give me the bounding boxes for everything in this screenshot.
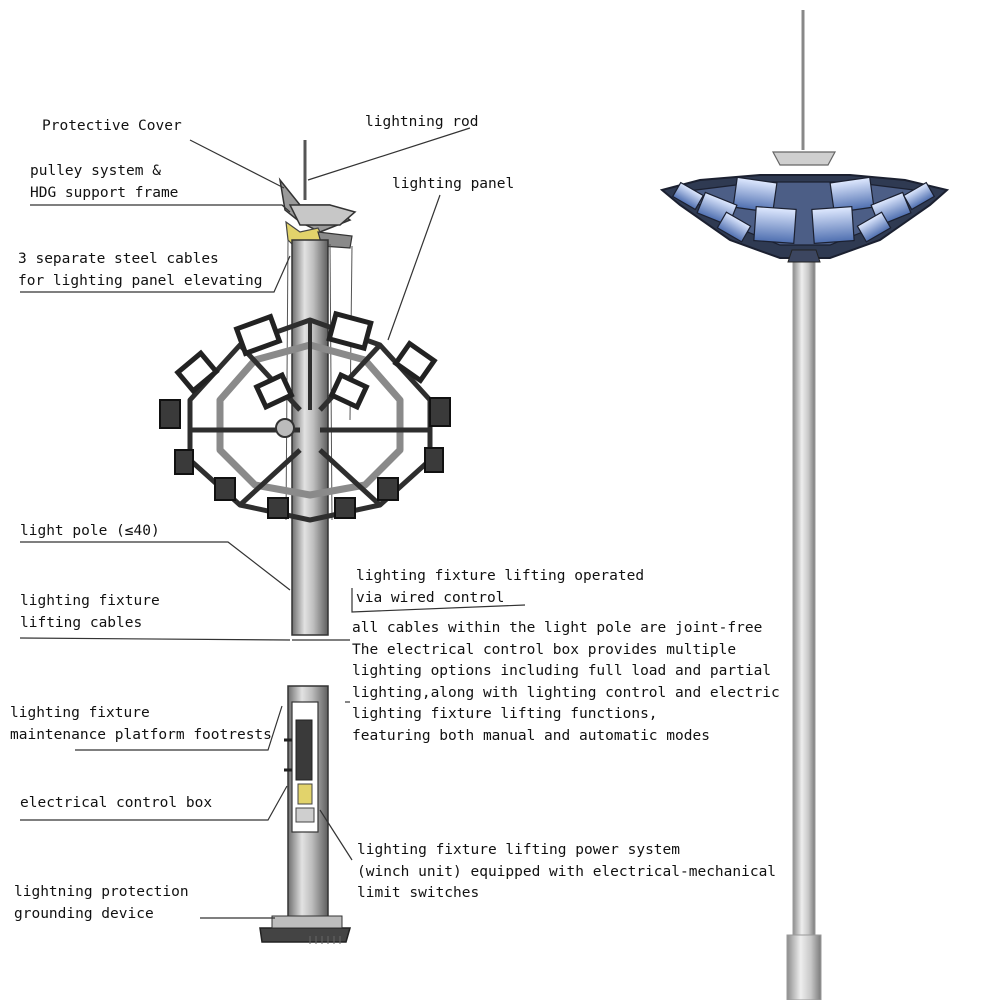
label-protective-cover: Protective Cover [42, 118, 182, 134]
label-control-box-description-line-1: all cables within the light pole are joi… [352, 620, 763, 636]
label-grounding-device-line-2: grounding device [14, 905, 154, 922]
full-pole-illustration [659, 10, 950, 1000]
leader-lines [19, 127, 526, 919]
label-lifting-cables-line-1: lighting fixture [20, 593, 160, 609]
label-lighting-panel: lighting panel [392, 176, 515, 192]
label-grounding-device: lightning protection grounding device [14, 882, 189, 925]
label-control-box-description-line-6: featuring both manual and automatic mode… [352, 727, 710, 744]
light-pole-shape [291, 239, 329, 636]
label-power-system: lighting fixture lifting power system (w… [357, 840, 776, 905]
right-pole-shape [792, 249, 816, 1000]
label-power-system-line-3: limit switches [357, 885, 480, 901]
label-control-box-description-line-3: lighting options including full load and… [352, 663, 772, 679]
label-steel-cables: 3 separate steel cables for lighting pan… [18, 249, 262, 292]
label-steel-cables-line-1: 3 separate steel cables [18, 251, 219, 267]
led-modules [671, 176, 936, 244]
label-footrests: lighting fixture maintenance platform fo… [10, 703, 272, 746]
lower-pole-assembly [259, 685, 351, 944]
label-pulley-system-line-2: HDG support frame [30, 184, 179, 201]
label-pulley-system-line-1: pulley system & [30, 163, 161, 179]
label-electrical-control-box: electrical control box [20, 795, 213, 811]
label-steel-cables-line-2: for lighting panel elevating [18, 272, 263, 289]
label-light-pole: light pole (≤40) [20, 523, 160, 539]
label-wired-control-line-2: via wired control [356, 589, 505, 606]
label-grounding-device-line-1: lightning protection [14, 884, 189, 900]
base-plate-shape [259, 927, 351, 943]
label-lifting-cables-line-2: lifting cables [20, 614, 143, 631]
label-control-box-description-line-4: lighting,along with lighting control and… [352, 684, 780, 701]
label-control-box-description-line-2: The electrical control box provides mult… [352, 641, 737, 658]
label-wired-control-line-1: lighting fixture lifting operated [356, 568, 645, 584]
label-power-system-line-1: lighting fixture lifting power system [357, 842, 681, 858]
lamp-heads [159, 310, 451, 519]
label-wired-control: lighting fixture lifting operated via wi… [356, 566, 644, 609]
label-footrests-line-2: maintenance platform footrests [10, 726, 272, 743]
label-power-system-line-2: (winch unit) equipped with electrical-me… [357, 863, 777, 880]
label-control-box-description-line-5: lighting fixture lifting functions, [352, 706, 658, 722]
label-control-box-description: all cables within the light pole are joi… [352, 618, 780, 747]
label-lightning-rod: lightning rod [365, 114, 479, 130]
label-lifting-cables: lighting fixture lifting cables [20, 591, 160, 634]
label-footrests-line-1: lighting fixture [10, 705, 150, 721]
label-pulley-system: pulley system & HDG support frame [30, 161, 178, 204]
